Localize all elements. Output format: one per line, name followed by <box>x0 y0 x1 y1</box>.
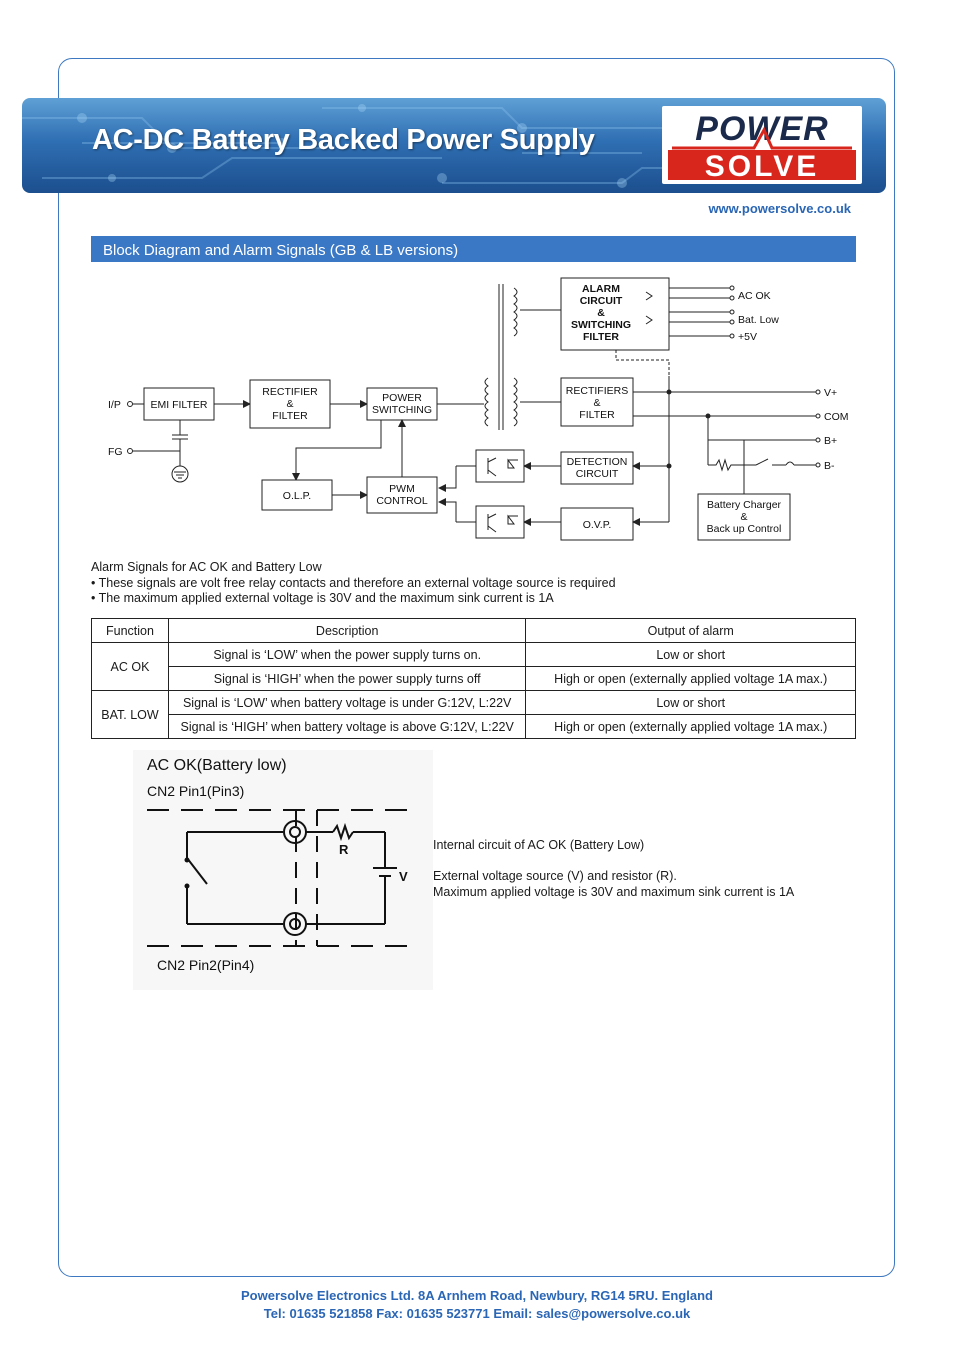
block-diagram: I/P FG EMI FILTER RECTIFIER & FILTER POW… <box>96 270 856 560</box>
table-header-cell: Output of alarm <box>525 618 856 643</box>
alarm-heading: Alarm Signals for AC OK and Battery Low <box>91 560 322 574</box>
alarm-signals-text: Alarm Signals for AC OK and Battery Low … <box>91 560 616 607</box>
block-rectifiers-l2: & <box>593 397 600 409</box>
block-rectifier-l2: & <box>286 398 293 410</box>
table-header-row: Function Description Output of alarm <box>91 618 856 643</box>
output-vplus: V+ <box>824 387 837 399</box>
table-row: Signal is ‘HIGH’ when the power supply t… <box>92 666 856 691</box>
powersolve-logo: POWER SOLVE <box>662 106 862 184</box>
output-5v: +5V <box>738 331 757 343</box>
logo-top-text: POWER <box>695 110 828 148</box>
pin-bottom-label: CN2 Pin2(Pin4) <box>157 957 254 973</box>
voltage-label: V <box>399 869 408 884</box>
label-ip: I/P <box>108 399 121 411</box>
function-cell: AC OK <box>91 642 169 691</box>
function-cell: BAT. LOW <box>91 690 169 739</box>
table-header-cell: Description <box>167 618 527 643</box>
block-rectifier-l1: RECTIFIER <box>262 386 318 398</box>
table-row: AC OK Signal is ‘LOW’ when the power sup… <box>91 642 856 691</box>
block-alarm-l2: CIRCUIT <box>580 295 623 307</box>
block-pwm-l2: CONTROL <box>376 495 427 507</box>
block-charger-l1: Battery Charger <box>707 499 782 511</box>
alarm-bullet-1: • These signals are volt free relay cont… <box>91 575 616 590</box>
logo-bottom-text: SOLVE <box>705 150 819 183</box>
output-cell: High or open (externally applied voltage… <box>525 666 856 691</box>
alarm-table: Function Description Output of alarm AC … <box>91 618 856 739</box>
description-cell: Signal is ‘LOW’ when battery voltage is … <box>167 690 527 715</box>
block-charger-l3: Back up Control <box>707 523 782 535</box>
block-olp: O.L.P. <box>283 490 311 502</box>
output-cell: High or open (externally applied voltage… <box>525 714 856 739</box>
circuit-note-2: External voltage source (V) and resistor… <box>433 869 677 883</box>
block-pwm-l1: PWM <box>389 483 415 495</box>
output-bat-low: Bat. Low <box>738 314 779 326</box>
block-detection-l2: CIRCUIT <box>576 468 619 480</box>
block-alarm-l1: ALARM <box>582 283 620 295</box>
block-rectifiers-l1: RECTIFIERS <box>566 385 628 397</box>
table-row: Signal is ‘HIGH’ when battery voltage is… <box>92 714 856 739</box>
document-title: AC-DC Battery Backed Power Supply <box>92 124 595 156</box>
block-power-switching-l2: SWITCHING <box>372 404 432 416</box>
footer-contact: Tel: 01635 521858 Fax: 01635 523771 Emai… <box>263 1306 691 1321</box>
section-heading: Block Diagram and Alarm Signals (GB & LB… <box>91 236 856 262</box>
block-ovp: O.V.P. <box>583 519 612 531</box>
description-cell: Signal is ‘HIGH’ when the power supply t… <box>167 666 527 691</box>
alarm-bullet-2: • The maximum applied external voltage i… <box>91 591 554 605</box>
block-detection-l1: DETECTION <box>567 456 628 468</box>
alarm-circuit-diagram: AC OK(Battery low) CN2 Pin1(Pin3) R <box>133 750 433 995</box>
description-cell: Signal is ‘LOW’ when the power supply tu… <box>167 642 527 667</box>
circuit-notes: Internal circuit of AC OK (Battery Low) … <box>433 838 794 900</box>
output-cell: Low or short <box>525 642 856 667</box>
block-power-switching-l1: POWER <box>382 392 422 404</box>
website-link[interactable]: www.powersolve.co.uk <box>708 201 851 216</box>
output-com: COM <box>824 411 849 423</box>
circuit-title: AC OK(Battery low) <box>147 757 287 774</box>
block-charger-l2: & <box>740 511 747 523</box>
resistor-label: R <box>339 842 349 857</box>
label-fg: FG <box>108 446 123 458</box>
block-emi-filter: EMI FILTER <box>151 399 208 411</box>
circuit-note-3: Maximum applied voltage is 30V and maxim… <box>433 884 795 899</box>
output-bplus: B+ <box>824 435 837 447</box>
block-alarm-l5: FILTER <box>583 331 619 343</box>
output-bminus: B- <box>824 460 835 472</box>
block-alarm-l4: SWITCHING <box>571 319 631 331</box>
output-ac-ok: AC OK <box>738 290 771 302</box>
header-banner: AC-DC Battery Backed Power Supply POWER … <box>22 98 886 193</box>
description-cell: Signal is ‘HIGH’ when battery voltage is… <box>167 714 527 739</box>
pin-top-label: CN2 Pin1(Pin3) <box>147 783 244 799</box>
block-rectifier-l3: FILTER <box>272 410 308 422</box>
footer-address: Powersolve Electronics Ltd. 8A Arnhem Ro… <box>241 1288 713 1303</box>
circuit-note-1: Internal circuit of AC OK (Battery Low) <box>433 838 645 852</box>
output-cell: Low or short <box>525 690 856 715</box>
block-alarm-l3: & <box>597 307 605 319</box>
block-rectifiers-l3: FILTER <box>579 409 615 421</box>
table-header-cell: Function <box>91 618 169 643</box>
page-frame <box>58 58 895 1277</box>
table-row: BAT. LOW Signal is ‘LOW’ when battery vo… <box>91 690 856 739</box>
